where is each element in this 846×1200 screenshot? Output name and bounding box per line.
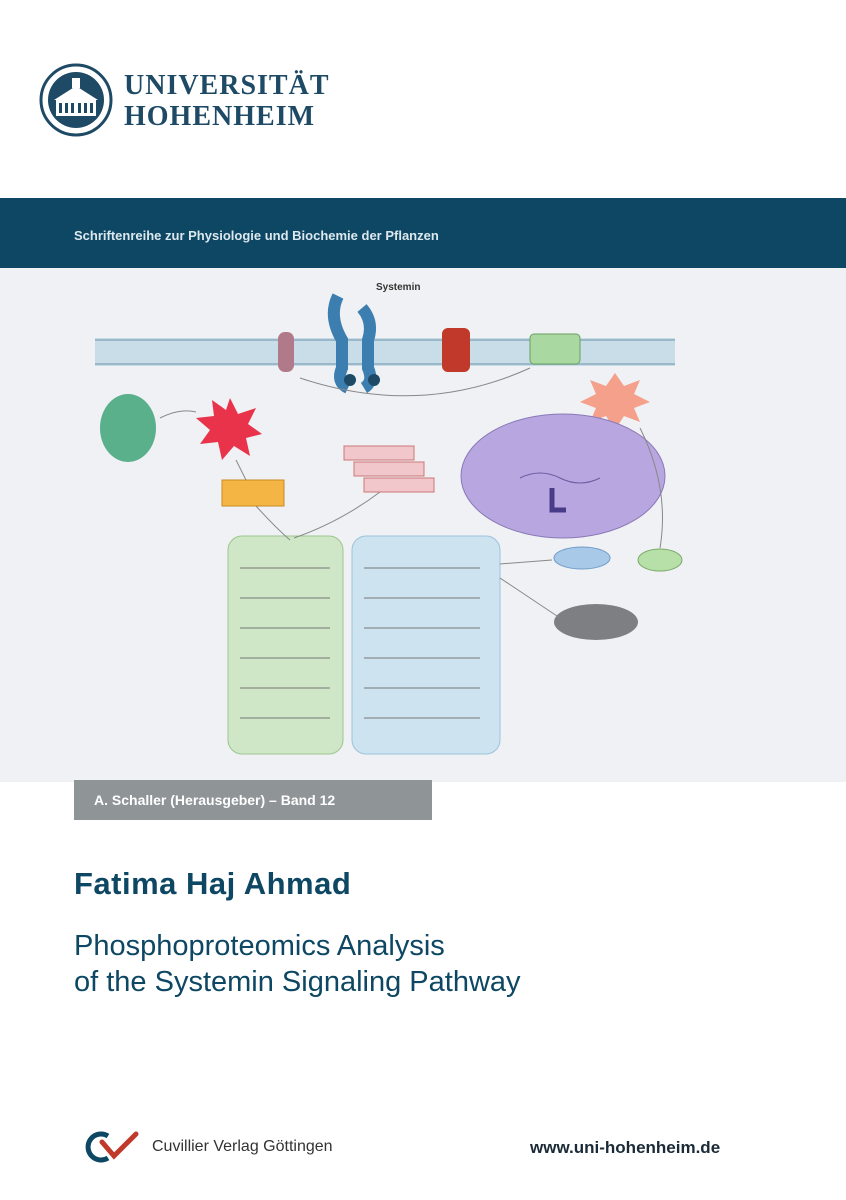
- publisher-name: Cuvillier Verlag Göttingen: [152, 1138, 333, 1155]
- university-logo: UNIVERSITÄT HOHENHEIM: [38, 62, 338, 142]
- regulator-ellipse-blue: [553, 546, 611, 570]
- calcium-sensor-ellipse: [100, 394, 156, 462]
- author-name: Fatima Haj Ahmad: [74, 866, 352, 901]
- atpase-shape: [442, 328, 470, 372]
- protein-kinase-box: [221, 479, 285, 507]
- university-seal-icon: [39, 63, 113, 137]
- book-title-line1: Phosphoproteomics Analysis: [74, 930, 445, 962]
- ros-burst-star: [580, 373, 650, 430]
- nadph-oxidase-box: [529, 333, 581, 365]
- jasmonate-panel-green: [227, 535, 344, 755]
- book-title: Phosphoproteomics Analysis of the System…: [74, 928, 794, 1000]
- kinase-box-3: [363, 477, 435, 493]
- receptor-shape: [327, 293, 352, 394]
- jasmonate-panel-blue: [351, 535, 501, 755]
- series-banner: [0, 198, 846, 268]
- membrane-band: [95, 338, 675, 366]
- university-name-line2: HOHENHEIM: [124, 101, 316, 132]
- defense-response-cloud: [554, 604, 638, 640]
- signaling-pathway-diagram: Systemin: [95, 282, 683, 755]
- publisher: Cuvillier Verlag Göttingen: [78, 1130, 418, 1164]
- kinase-box-1: [343, 445, 415, 461]
- kinase-box-2: [353, 461, 425, 477]
- cuvillier-logo-icon: [85, 1131, 139, 1163]
- series-title: Schriftenreihe zur Physiologie und Bioch…: [74, 228, 439, 243]
- editor-box: [74, 780, 432, 820]
- website-url[interactable]: www.uni-hohenheim.de: [530, 1138, 721, 1157]
- nucleus-ellipse: [460, 413, 666, 539]
- regulator-ellipse-green: [637, 548, 683, 572]
- university-name-line1: UNIVERSITÄT: [124, 70, 330, 101]
- calcium-burst-star: [196, 398, 262, 460]
- systemin-label: Systemin: [376, 282, 420, 293]
- pathway-figure: Systemin: [0, 268, 846, 782]
- book-title-line2: of the Systemin Signaling Pathway: [74, 966, 521, 998]
- editor-label: A. Schaller (Herausgeber) – Band 12: [94, 792, 336, 808]
- ion-channel-shape: [278, 332, 294, 372]
